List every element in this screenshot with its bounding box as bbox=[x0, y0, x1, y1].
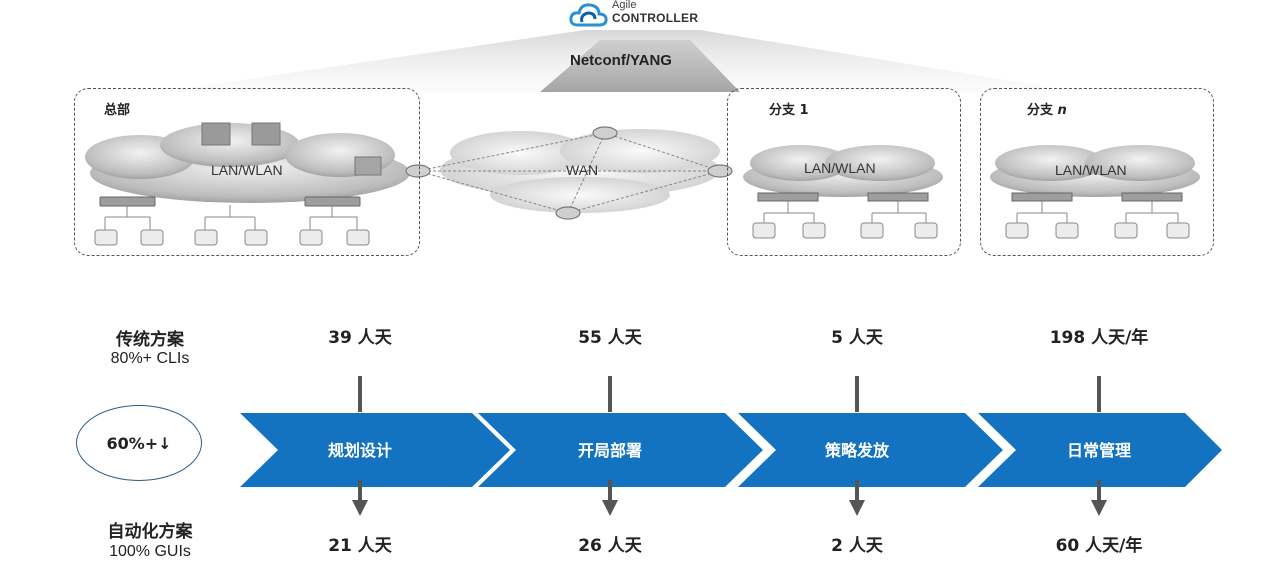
network-label-hq: LAN/WLAN bbox=[211, 162, 283, 178]
stage-label: 日常管理 bbox=[1066, 441, 1131, 460]
automated-sub: 100% GUIs bbox=[109, 543, 191, 560]
reduction-oval: 60%+↓ bbox=[76, 405, 202, 481]
network-diagram bbox=[85, 122, 1200, 246]
controller-beams bbox=[160, 30, 1080, 92]
stage-label: 策略发放 bbox=[824, 441, 889, 460]
site-box-branchn bbox=[980, 88, 1214, 256]
wireless-controller-icon bbox=[354, 156, 382, 176]
logo-text-controller: CONTROLLER bbox=[612, 11, 699, 25]
stage-label: 规划设计 bbox=[327, 441, 392, 460]
cloud-logo-icon bbox=[569, 3, 608, 27]
branchn-cloud bbox=[990, 145, 1200, 197]
stage-traditional-value: 39 人天 bbox=[328, 328, 392, 348]
chevron-daily bbox=[978, 413, 1222, 487]
server-icon bbox=[201, 122, 231, 146]
reduction-label: 60%+↓ bbox=[106, 433, 172, 453]
site-box-branch1 bbox=[727, 88, 961, 256]
automated-title: 自动化方案 bbox=[107, 522, 193, 542]
server-icon bbox=[251, 122, 281, 146]
stage-traditional-value: 5 人天 bbox=[831, 328, 883, 348]
network-label-branchn: LAN/WLAN bbox=[1055, 162, 1127, 178]
chevron-deploy bbox=[478, 413, 763, 487]
stage-traditional-value: 55 人天 bbox=[578, 328, 642, 348]
stage-traditional-value: 198 人天/年 bbox=[1049, 328, 1149, 348]
network-label-wan: WAN bbox=[566, 162, 599, 178]
traditional-title: 传统方案 bbox=[116, 330, 184, 350]
wan-cloud bbox=[440, 129, 720, 213]
value-arrows bbox=[352, 376, 1107, 516]
stage-automated-value: 60 人天/年 bbox=[1055, 536, 1143, 556]
logo-text-agile: Agile bbox=[612, 0, 637, 11]
endpoint-icons bbox=[94, 229, 370, 246]
branch1-cloud bbox=[743, 145, 943, 197]
router-icons bbox=[405, 126, 733, 220]
traditional-sub: 80%+ CLIs bbox=[110, 350, 190, 367]
stage-automated-value: 26 人天 bbox=[578, 536, 642, 556]
stage-automated-value: 21 人天 bbox=[328, 536, 392, 556]
network-label-branch1: LAN/WLAN bbox=[804, 160, 876, 176]
stage-label: 开局部署 bbox=[577, 441, 642, 460]
chevron-plan bbox=[240, 413, 510, 487]
chevron-policy bbox=[738, 413, 1003, 487]
site-label-branch1: 分支 1 bbox=[769, 103, 809, 118]
protocol-label: Netconf/YANG bbox=[570, 52, 672, 69]
site-box-hq bbox=[74, 88, 420, 256]
site-label-branchn: 分支 n bbox=[1027, 103, 1067, 118]
site-label-hq: 总部 bbox=[104, 103, 131, 118]
stage-automated-value: 2 人天 bbox=[831, 536, 883, 556]
stage-chevrons bbox=[240, 413, 1222, 487]
